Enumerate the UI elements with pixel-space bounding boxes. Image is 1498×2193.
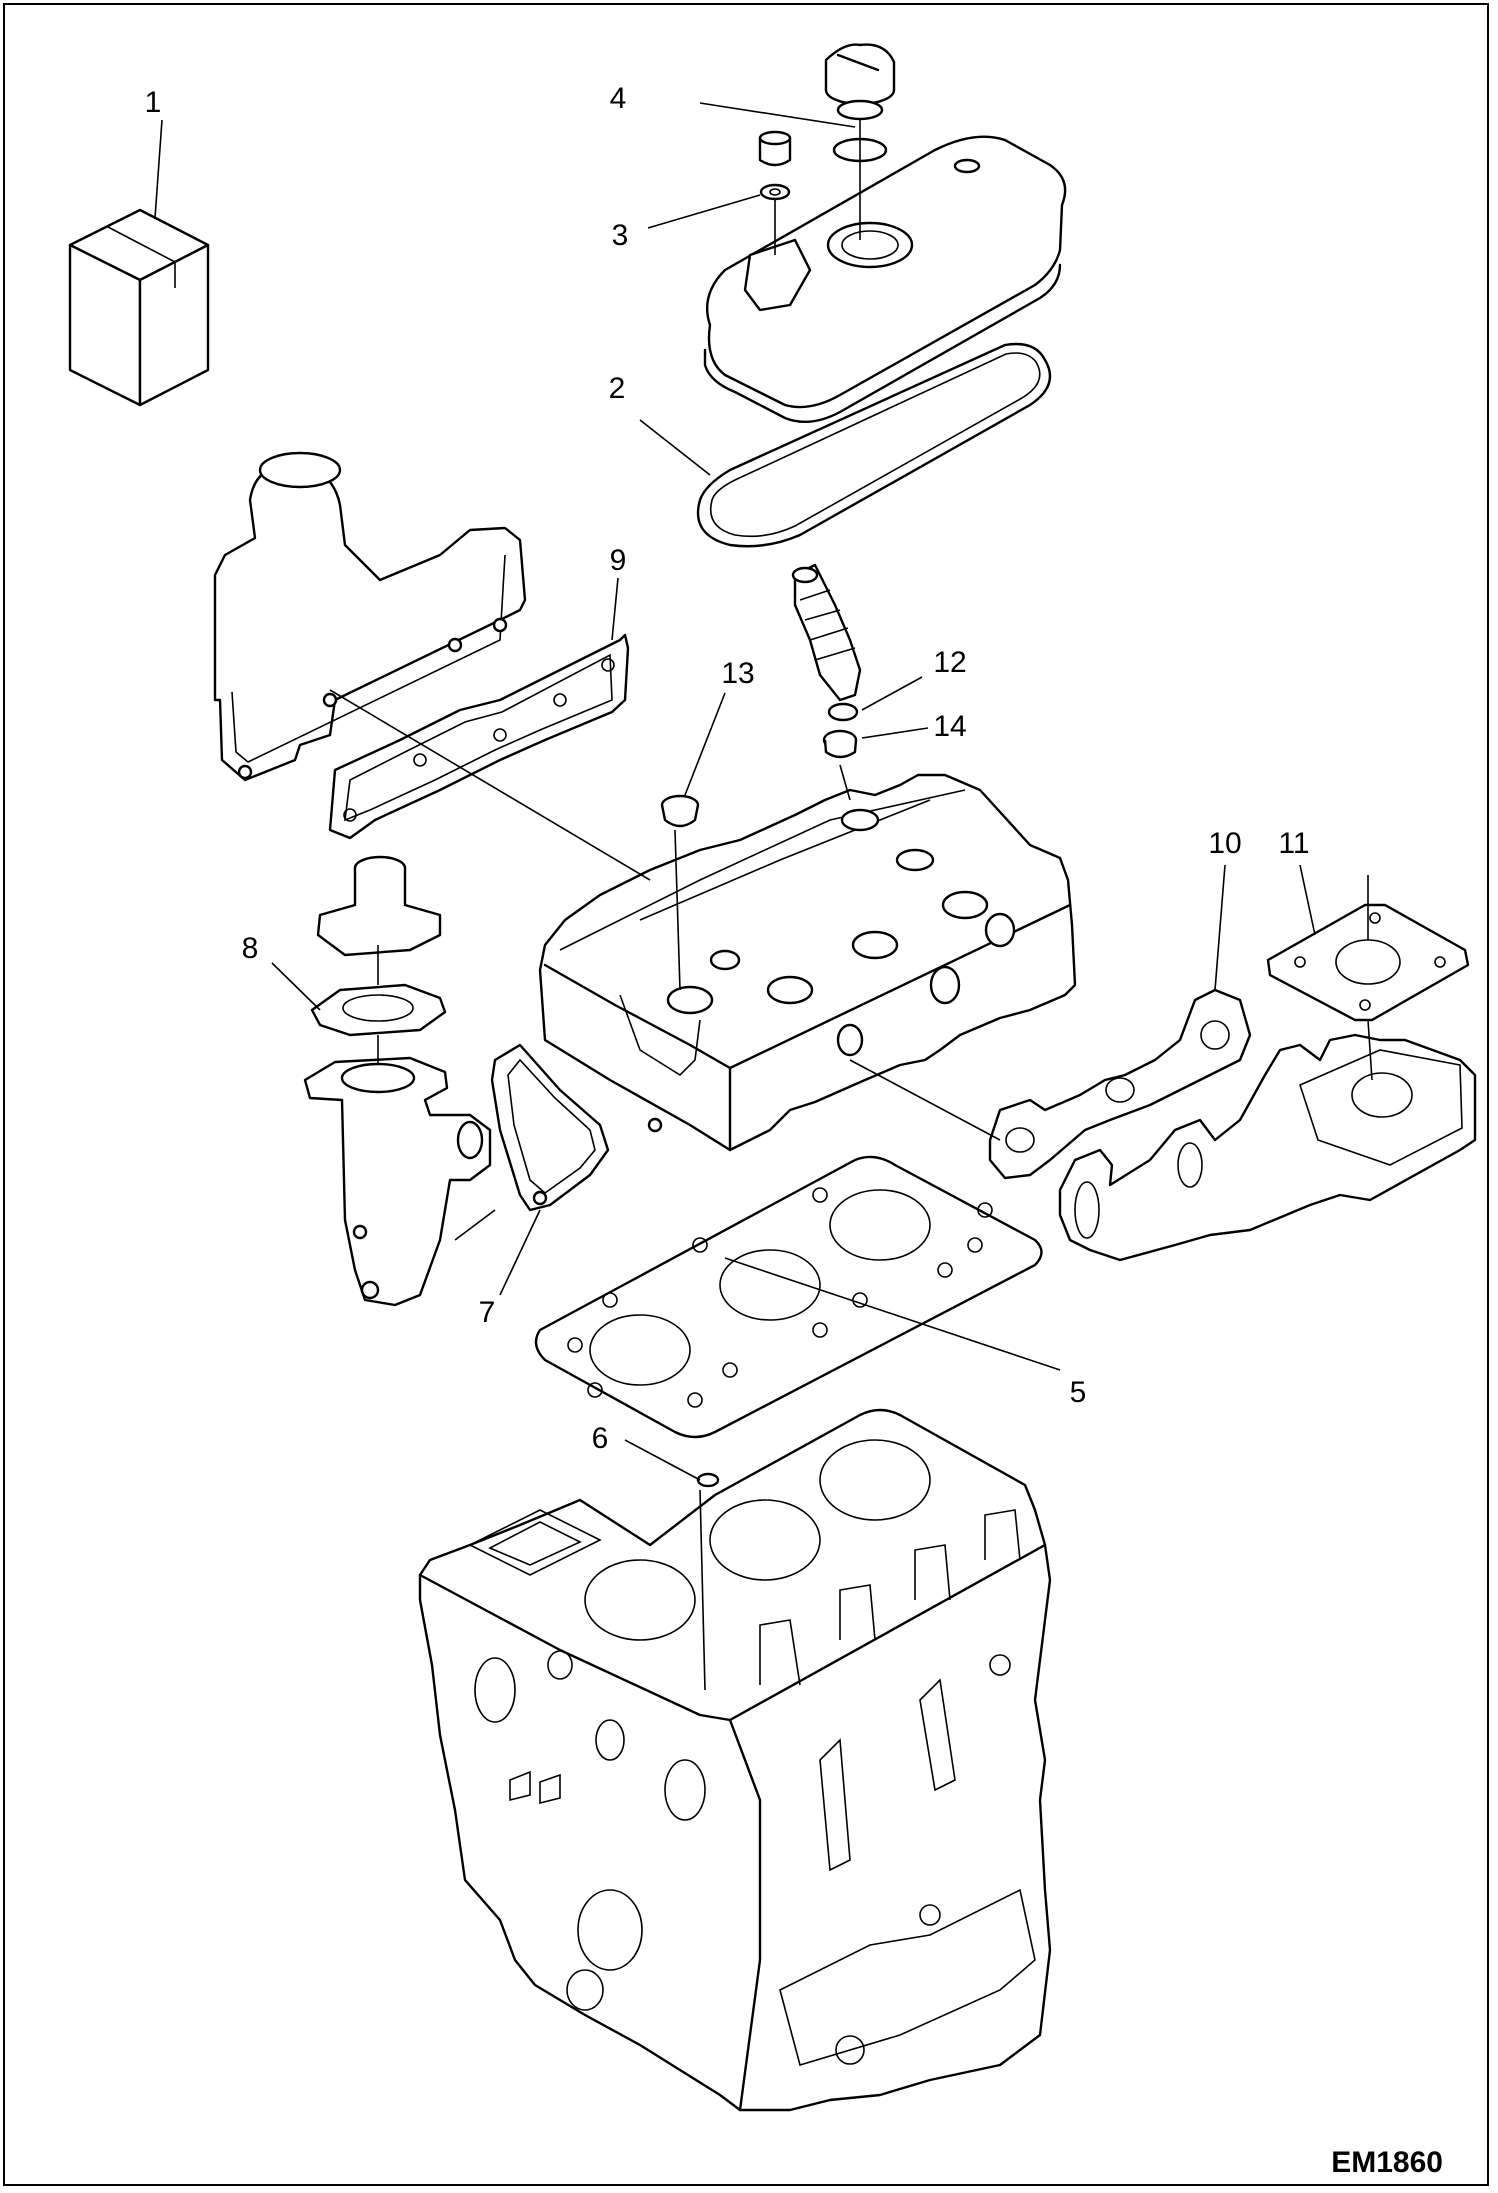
exhaust-manifold [1058,1033,1477,1262]
injection-nozzle [791,563,862,759]
callout-9: 9 [610,544,627,577]
cover-nut [758,130,792,201]
callout-2: 2 [609,372,626,405]
gasket-holes [567,1187,993,1408]
figure-code: EM1860 [1331,2146,1443,2179]
callout-8: 8 [242,932,259,965]
exhaust-gasket [988,988,1252,1180]
water-outlet-gasket [328,633,630,840]
callout-10: 10 [1208,827,1241,860]
cylinder-block [418,1408,1052,2112]
housing-gasket [490,1043,610,1212]
thermostat-cover [316,855,442,957]
valve-cover-gasket [696,342,1052,548]
callout-7: 7 [479,1296,496,1329]
valve-cover [703,135,1067,424]
thermostat-gasket [310,983,447,1037]
cylinder-head-plug [660,794,700,828]
callout-12: 12 [933,646,966,679]
exhaust-flange-gasket [1266,903,1470,1022]
leader-lines [154,102,1373,1691]
callout-13: 13 [721,657,754,690]
oil-filler-cap [824,43,896,163]
callout-1: 1 [145,86,162,119]
thermostat-housing [303,1056,492,1307]
callout-13-14: 14 [933,710,966,743]
cylinder-head [538,773,1077,1152]
oring [696,1472,720,1488]
callout-11: 11 [1278,827,1309,860]
callout-3: 3 [612,219,629,252]
water-outlet-flange [213,451,527,782]
callout-4: 4 [610,82,627,115]
head-gasket [534,1155,1043,1439]
gasket-kit-box [68,208,210,407]
callout-5: 5 [1070,1376,1087,1409]
callouts: 1 2 3 4 5 6 7 8 9 10 11 12 14 13 [145,82,1310,1455]
callout-6: 6 [592,1422,609,1455]
